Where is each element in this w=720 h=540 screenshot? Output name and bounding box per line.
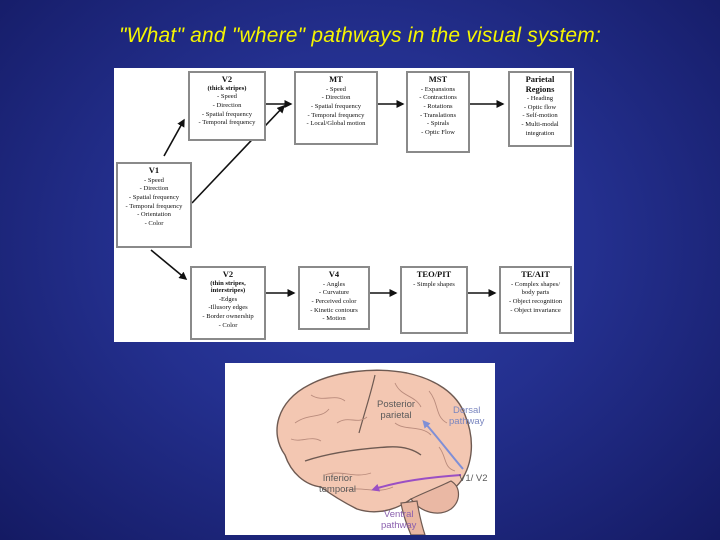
te-ait-property: - Object invariance — [510, 306, 561, 314]
v2-thin-title: V2 — [222, 269, 234, 279]
brainstem — [400, 500, 426, 535]
brain-pathways-illustration: Posterior parietal Dorsal pathway V1/ V2… — [225, 363, 495, 535]
dorsal-pathway-arrow — [422, 419, 464, 470]
parietal-property: - Optic flow — [523, 103, 557, 111]
central-sulcus — [358, 374, 376, 434]
v2-thick-property: - Speed — [217, 93, 237, 101]
v2-thin-subtitle: (thin stripes, — [210, 279, 246, 287]
v4-box: V4 - Angles - Curvature - Perceived colo… — [298, 266, 370, 330]
mst-property: - Spirals — [426, 120, 450, 128]
v2-thin-stripes-box: V2 (thin stripes, interstripes) -Edges -… — [190, 266, 266, 340]
parietal-property: integration — [525, 129, 555, 137]
mt-property: - Spatial frequency — [310, 102, 362, 110]
v2-thick-property: - Direction — [212, 101, 242, 109]
cerebellum — [410, 480, 460, 514]
v1-box: V1 - Speed - Direction - Spatial frequen… — [116, 162, 192, 248]
te-ait-property: - Complex shapes/ — [510, 280, 561, 288]
pathway-flowchart: V1 - Speed - Direction - Spatial frequen… — [114, 68, 574, 342]
ventral-pathway-arrow — [371, 474, 462, 492]
v1-property: - Speed — [144, 176, 164, 184]
mt-property: - Temporal frequency — [307, 111, 365, 119]
flowchart-arrows — [150, 100, 505, 297]
mst-property: - Expansions — [420, 85, 456, 93]
parietal-title-line2: Regions — [525, 83, 555, 94]
v1-property: - Direction — [139, 185, 169, 193]
te-ait-property: body parts — [521, 289, 550, 297]
cortex-folds — [290, 382, 456, 492]
mt-box: MT - Speed - Direction - Spatial frequen… — [294, 71, 378, 145]
teo-pit-title: TEO/PIT — [416, 269, 452, 279]
mst-property: - Translations — [419, 111, 457, 119]
mst-property: - Optic Flow — [421, 129, 455, 137]
v2-thick-subtitle: (thick stripes) — [207, 84, 247, 92]
te-ait-box: TE/AIT - Complex shapes/ body parts - Ob… — [499, 266, 572, 334]
v1-v2-label: V1/ V2 — [459, 473, 488, 484]
v2-thin-property: - Color — [218, 321, 238, 329]
mst-box: MST - Expansions - Contractions - Rotati… — [406, 71, 470, 153]
inferior-temporal-label: Inferior temporal — [319, 473, 356, 495]
v2-thin-property: -Edges — [218, 295, 238, 303]
v4-property: - Perceived color — [311, 297, 357, 305]
v2-thick-stripes-box: V2 (thick stripes) - Speed - Direction -… — [188, 71, 266, 141]
mst-property: - Contractions — [419, 94, 457, 102]
te-ait-property: - Object recognition — [508, 297, 563, 305]
v2-thin-property: - Border ownership — [202, 313, 254, 321]
v1-property: - Orientation — [137, 211, 171, 219]
v2-thick-property: - Spatial frequency — [201, 110, 253, 118]
v4-property: - Motion — [322, 315, 346, 323]
te-ait-title: TE/AIT — [521, 269, 550, 279]
mt-property: - Speed — [326, 85, 346, 93]
teo-pit-box: TEO/PIT - Simple shapes — [400, 266, 468, 334]
v2-thin-subtitle-line2: interstripes) — [210, 287, 246, 295]
v4-property: - Curvature — [318, 289, 350, 297]
mt-title: MT — [329, 74, 343, 84]
v1-property: - Temporal frequency — [125, 202, 183, 210]
brain-cortex — [276, 369, 473, 513]
brain-drawing — [276, 369, 473, 535]
v2-thin-property: -Illusory edges — [208, 304, 248, 312]
v1-property: - Color — [144, 220, 164, 228]
mt-property: - Direction — [321, 94, 351, 102]
parietal-property: - Heading — [526, 95, 554, 102]
arrow-v1-to-mt — [191, 104, 286, 204]
ventral-pathway-label: Ventral pathway — [381, 509, 417, 531]
parietal-property: - Multi-modal — [521, 121, 559, 129]
parietal-regions-box: Parietal Regions - Heading - Optic flow … — [508, 71, 572, 147]
v2-thick-title: V2 — [221, 74, 233, 84]
slide-title: "What" and "where" pathways in the visua… — [119, 24, 601, 47]
v1-title: V1 — [148, 165, 160, 175]
v2-thick-property: - Temporal frequency — [198, 119, 256, 127]
mst-title: MST — [428, 74, 448, 84]
v4-property: - Angles — [322, 280, 346, 288]
posterior-parietal-label: Posterior parietal — [377, 399, 416, 421]
v1-property: - Spatial frequency — [128, 193, 180, 201]
parietal-title: Parietal — [525, 74, 555, 84]
mt-property: - Local/Global motion — [306, 120, 366, 128]
v4-title: V4 — [328, 269, 340, 279]
lateral-sulcus — [304, 446, 422, 462]
parietal-property: - Self-motion — [522, 112, 558, 120]
teo-pit-property: - Simple shapes — [413, 280, 455, 288]
arrow-v1-to-v2-thick — [163, 118, 185, 157]
v4-property: - Kinetic contours — [310, 306, 358, 314]
arrow-v1-to-v2-thin — [150, 249, 188, 280]
mst-property: - Rotations — [423, 102, 453, 110]
dorsal-pathway-label: Dorsal pathway — [449, 405, 485, 427]
